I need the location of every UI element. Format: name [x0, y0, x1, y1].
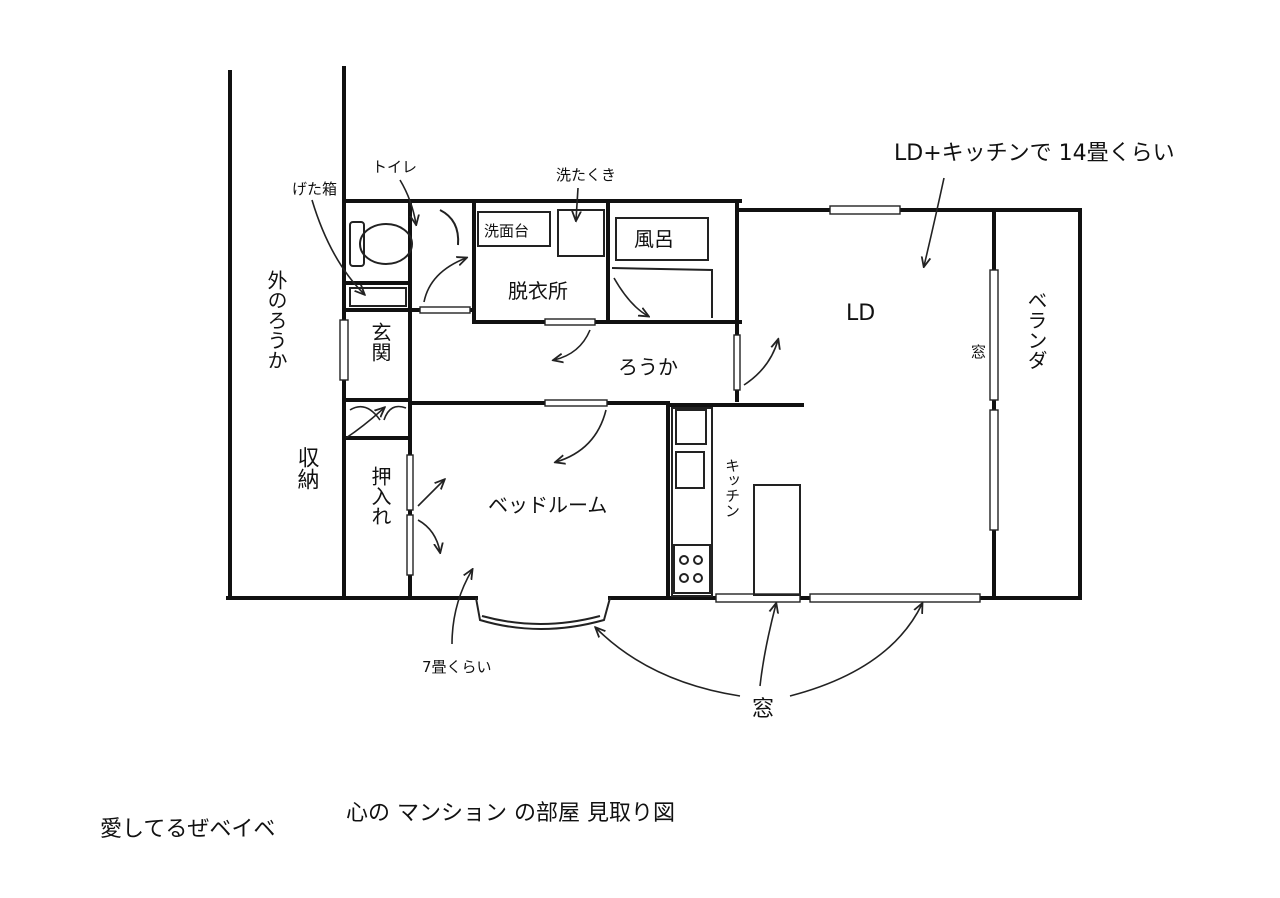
- toilet-bowl: [359, 223, 413, 265]
- toilet-door-arrow: [423, 258, 466, 303]
- closet-door-arrow-2: [417, 519, 440, 552]
- kitchen-counter-mid: [675, 451, 705, 489]
- label-bedroom-size: 7畳くらい: [422, 658, 492, 676]
- label-outside-corridor: 外のろうか: [264, 270, 288, 370]
- sliding-door-washroom: [544, 318, 596, 326]
- bay-window-bedroom-inner: [481, 615, 601, 625]
- kitchen-sink: [675, 409, 707, 445]
- label-window-right: 窓: [969, 343, 987, 359]
- windows: [339, 205, 999, 630]
- kitchen-counter: [671, 407, 713, 597]
- vertical-labels: 外のろうか 玄関 収納 押入れ キッチン 窓 ベランダ: [264, 270, 1048, 526]
- leader-window-ld: [789, 604, 922, 697]
- label-corridor: ろうか: [618, 355, 678, 379]
- stove-burner-2: [693, 555, 703, 565]
- leader-storage: [345, 408, 384, 439]
- window-entrance: [339, 319, 349, 381]
- label-wash-basin: 洗面台: [484, 222, 529, 240]
- ld-door-arrow: [743, 340, 778, 386]
- leader-ld-size: [924, 177, 945, 266]
- window-ld-bottom: [809, 593, 981, 603]
- window-ld-top: [829, 205, 901, 215]
- label-washing-machine: 洗たくき: [556, 166, 616, 184]
- label-storage: 収納: [294, 446, 320, 490]
- leader-shoe-box: [311, 199, 364, 294]
- label-bedroom: ベッドルーム: [488, 493, 607, 517]
- stove-burner-4: [693, 573, 703, 583]
- label-shoe-box: げた箱: [292, 180, 337, 198]
- sliding-door-ld: [733, 334, 741, 391]
- closet-door-arrow-1: [417, 480, 444, 507]
- label-veranda: ベランダ: [1024, 290, 1048, 370]
- label-dressing-room: 脱衣所: [508, 279, 568, 303]
- label-kitchen: キッチン: [723, 458, 741, 518]
- washing-machine: [557, 209, 605, 257]
- sliding-door-toilet: [419, 306, 471, 314]
- entrance-door-swing-2: [383, 405, 407, 421]
- leader-lines: [311, 177, 945, 697]
- sliding-doors: [406, 306, 741, 576]
- label-entrance: 玄関: [368, 322, 392, 362]
- label-toilet: トイレ: [372, 158, 417, 176]
- washroom-door-arrow: [554, 329, 591, 360]
- kitchen-stove: [673, 544, 711, 594]
- leader-toilet: [399, 179, 416, 224]
- label-bath: 風呂: [634, 227, 674, 251]
- sliding-door-bedroom: [544, 399, 608, 407]
- bath-floor: [611, 267, 713, 318]
- room-labels: トイレ げた箱 洗たくき 洗面台 風呂 脱衣所 LD+キッチンで 14畳くらい …: [292, 141, 1175, 676]
- sliding-door-closet-2: [406, 514, 414, 576]
- wash-basin-counter: [477, 211, 551, 247]
- kitchen-island: [753, 484, 801, 596]
- leader-washing-machine: [576, 187, 578, 220]
- label-ld-kitchen-size: LD+キッチンで 14畳くらい: [894, 141, 1175, 166]
- entrance-door-swing: [349, 405, 381, 421]
- label-ld: LD: [846, 301, 875, 326]
- bedroom-door-arrow: [556, 409, 607, 462]
- bath-door-arrow: [613, 277, 648, 316]
- label-closet: 押入れ: [368, 466, 392, 526]
- bay-window-bedroom: [475, 597, 611, 630]
- fixtures: [349, 209, 801, 597]
- leader-window-bay: [596, 628, 741, 697]
- toilet-tank: [349, 221, 365, 267]
- label-windows-bottom: 窓: [752, 697, 774, 722]
- footer-title: 心の マンション の部屋 見取り図: [346, 801, 675, 826]
- sliding-door-closet-1: [406, 454, 414, 511]
- leader-window-kitchen: [759, 604, 776, 687]
- stove-burner-3: [679, 573, 689, 583]
- window-veranda: [989, 269, 999, 401]
- stove-burner-1: [679, 555, 689, 565]
- footer-left-caption: 愛してるぜベイベ: [100, 817, 275, 842]
- window-veranda-lower: [989, 409, 999, 531]
- shoe-box: [349, 287, 407, 307]
- toilet-door-swing: [439, 209, 460, 246]
- leader-bedroom-size: [451, 570, 472, 645]
- bathtub: [615, 217, 709, 261]
